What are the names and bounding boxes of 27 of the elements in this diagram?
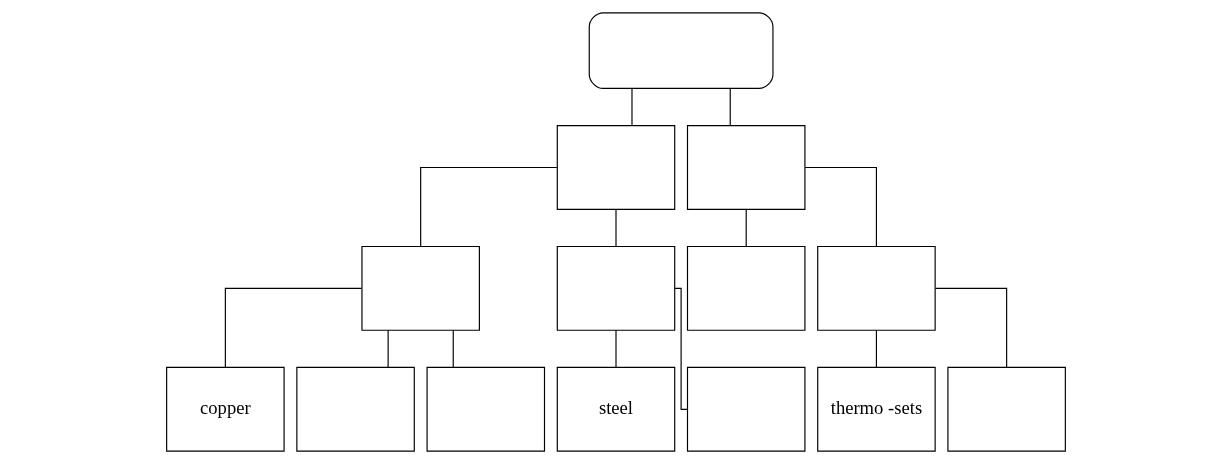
node-box [295, 366, 415, 452]
node-box [426, 366, 545, 452]
connector [419, 166, 557, 247]
connector [224, 287, 362, 368]
node-box [588, 12, 774, 89]
connector [745, 208, 747, 248]
connector [674, 287, 688, 410]
node-box [686, 245, 805, 331]
connector [875, 329, 877, 368]
node-box: steel [556, 366, 675, 452]
connector [452, 329, 454, 368]
connector [934, 287, 1007, 368]
node-box [686, 366, 805, 452]
node-box [816, 245, 936, 331]
connector [614, 329, 617, 368]
node-box [556, 245, 675, 331]
connector [630, 88, 633, 126]
node-box [686, 125, 805, 210]
node-box [946, 366, 1066, 452]
connector [614, 208, 617, 248]
connector [804, 166, 877, 247]
node-box [556, 125, 675, 210]
connector [387, 329, 389, 368]
node-box: copper [165, 366, 285, 452]
node-box [360, 245, 480, 331]
connector [729, 88, 731, 126]
node-box: thermo -sets [816, 366, 936, 452]
